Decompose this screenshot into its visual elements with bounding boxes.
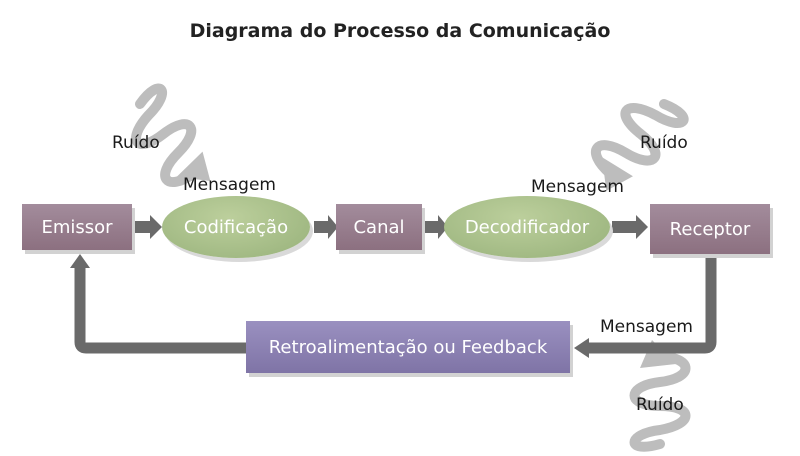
node-codificacao: Codificação [162, 196, 310, 258]
diagram-title: Diagrama do Processo da Comunicação [189, 20, 611, 42]
feedback-path [74, 268, 248, 354]
label-mensagem: Mensagem [183, 175, 276, 195]
flow-arrow-icon [134, 215, 162, 239]
flow-arrow-icon [612, 215, 648, 239]
flow-arrow-icon [70, 254, 90, 268]
node-receptor: Receptor [650, 204, 770, 254]
label-mensagem: Mensagem [600, 317, 693, 337]
label-ruido: Ruído [636, 395, 684, 415]
flow-arrow-icon [314, 215, 338, 239]
node-canal: Canal [336, 204, 422, 250]
node-emissor: Emissor [22, 204, 132, 250]
label-ruido: Ruído [640, 133, 688, 153]
flow-arrow-icon [424, 215, 448, 239]
node-decodificador: Decodificador [444, 196, 610, 258]
return-path [588, 258, 717, 354]
label-ruido: Ruído [112, 133, 160, 153]
label-mensagem: Mensagem [531, 177, 624, 197]
flow-arrow-icon [574, 338, 589, 358]
node-feedback: Retroalimentação ou Feedback [246, 321, 570, 373]
noise-squiggle-icon [635, 340, 686, 447]
